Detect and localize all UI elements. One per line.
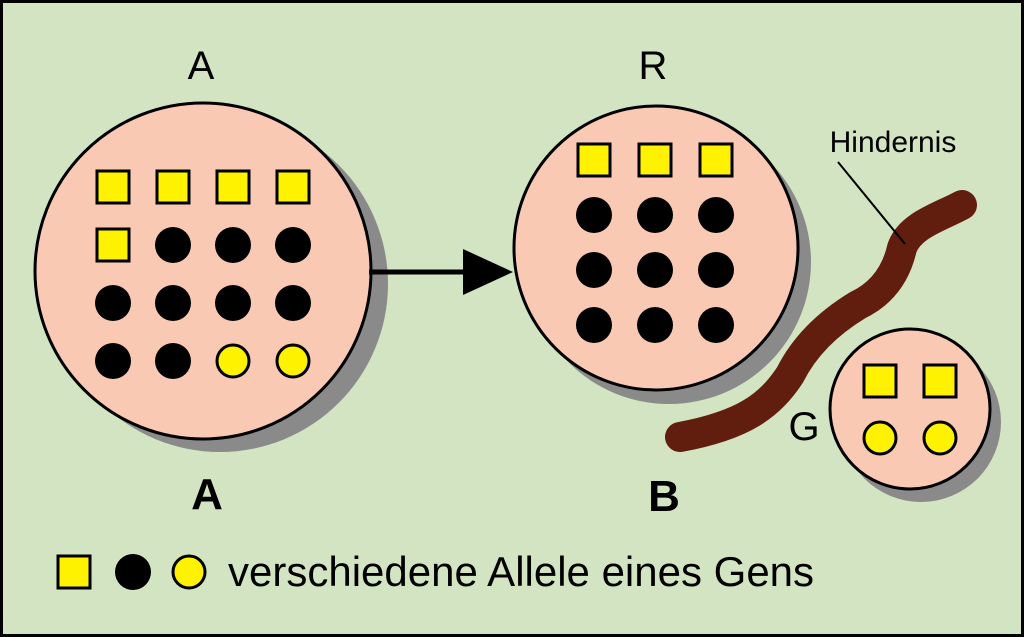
black-circle-allele-icon (637, 307, 673, 343)
black-circle-allele-icon (275, 285, 311, 321)
legend-text: verschiedene Allele eines Gens (228, 548, 814, 595)
black-circle-allele-icon (637, 252, 673, 288)
black-circle-allele-icon (95, 343, 131, 379)
legend-symbols (56, 554, 207, 590)
yellow-square-allele-icon (922, 363, 958, 399)
yellow-square-allele-icon (215, 169, 251, 205)
right-population-label: R (639, 44, 668, 88)
left-population-label: A (188, 44, 215, 88)
black-circle-allele-icon (576, 197, 612, 233)
small-population-circle (828, 327, 992, 491)
black-circle-allele-icon (155, 285, 191, 321)
panel-label-right: B (648, 472, 680, 521)
yellow-square-allele-icon (155, 169, 191, 205)
yellow-square-allele-icon (637, 142, 673, 178)
left-population-circle (33, 101, 373, 441)
yellow-square-allele-icon (275, 169, 311, 205)
black-circle-allele-icon (155, 227, 191, 263)
black-circle-allele-icon (155, 343, 191, 379)
black-circle-allele-icon (576, 252, 612, 288)
right-population (512, 104, 811, 404)
yellow-circle-allele-icon (171, 554, 207, 590)
right-population-alleles (576, 142, 734, 343)
barrier-label-leader-line (837, 161, 906, 245)
small-population (828, 327, 1001, 502)
black-circle-allele-icon (637, 197, 673, 233)
yellow-square-allele-icon (698, 142, 734, 178)
left-population-alleles (95, 169, 311, 379)
yellow-square-allele-icon (95, 169, 131, 205)
migration-arrow (369, 249, 513, 295)
yellow-circle-allele-icon (275, 343, 311, 379)
small-population-label: G (788, 405, 819, 449)
yellow-square-allele-icon (576, 142, 612, 178)
panel-label-left: A (191, 470, 223, 519)
yellow-square-allele-icon (95, 227, 131, 263)
yellow-circle-allele-icon (862, 420, 898, 456)
black-circle-allele-icon (215, 227, 251, 263)
yellow-circle-allele-icon (215, 343, 251, 379)
black-circle-allele-icon (698, 197, 734, 233)
arrow-head (463, 249, 513, 295)
barrier-label: Hindernis (830, 126, 957, 159)
black-circle-allele-icon (576, 307, 612, 343)
yellow-circle-allele-icon (922, 420, 958, 456)
black-circle-allele-icon (698, 307, 734, 343)
barrier (665, 161, 977, 452)
barrier-shape (665, 190, 977, 452)
black-circle-allele-icon (95, 285, 131, 321)
small-population-alleles (862, 363, 958, 456)
yellow-square-allele-icon (862, 363, 898, 399)
black-circle-allele-icon (275, 227, 311, 263)
black-circle-allele-icon (698, 252, 734, 288)
black-circle-allele-icon (215, 285, 251, 321)
black-circle-allele-icon (115, 554, 151, 590)
left-population (33, 101, 388, 452)
yellow-square-allele-icon (56, 554, 92, 590)
